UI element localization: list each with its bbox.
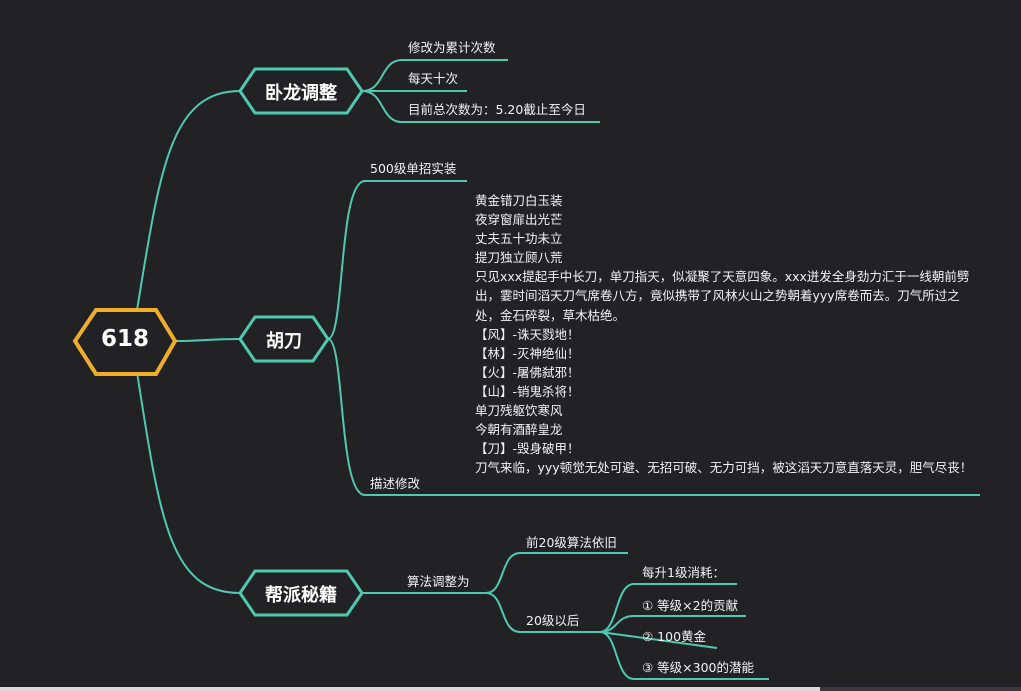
branch-bangPai-label: 帮派秘籍: [265, 585, 337, 606]
branch-node-bangPai-shape[interactable]: [238, 569, 364, 617]
algo-item-after20[interactable]: 20级以后: [526, 613, 580, 628]
connector-after20-4: [599, 631, 769, 680]
scrollbar-thumb[interactable]: [0, 687, 820, 691]
after20-item-1[interactable]: 每升1级消耗：: [642, 565, 725, 580]
connector-root-huDao: [174, 338, 241, 342]
connector-root-bangPai: [136, 371, 241, 594]
branch-node-woLong-shape[interactable]: [238, 67, 364, 115]
root-node-shape[interactable]: [72, 308, 178, 376]
huDao-item-desc-label[interactable]: 描述修改: [370, 476, 421, 491]
connector-after20-1: [599, 583, 737, 633]
connector-huDao-1: [327, 180, 467, 340]
after20-item-2[interactable]: ① 等级×2的贡献: [642, 598, 739, 613]
woLong-item-1[interactable]: 修改为累计次数: [408, 40, 496, 55]
connector-algo-1: [485, 552, 628, 594]
after20-item-4[interactable]: ③ 等级×300的潜能: [642, 660, 755, 675]
bangPai-algo-label[interactable]: 算法调整为: [407, 574, 470, 589]
branch-node-huDao-shape[interactable]: [238, 315, 330, 363]
horizontal-scrollbar[interactable]: [0, 687, 1021, 691]
connector-lines: [136, 59, 980, 680]
connector-woLong-1: [361, 59, 508, 92]
connector-after20-3: [599, 631, 718, 649]
root-node-label: 618: [100, 326, 149, 352]
branch-woLong-label: 卧龙调整: [265, 83, 337, 104]
connector-root-woLong: [136, 90, 241, 311]
huDao-item-500[interactable]: 500级单招实装: [370, 161, 457, 176]
huDao-description-text[interactable]: 黄金错刀白玉装 夜穿窗扉出光芒 丈夫五十功未立 提刀独立顾八荒 只见xxx提起手…: [475, 193, 973, 476]
after20-item-3[interactable]: ② 100黄金: [642, 629, 707, 644]
algo-item-before20[interactable]: 前20级算法依旧: [526, 535, 617, 550]
woLong-item-2[interactable]: 每天十次: [408, 71, 459, 86]
connector-woLong-3: [361, 90, 600, 123]
branch-huDao-label: 胡刀: [266, 331, 302, 352]
connector-after20-2: [599, 615, 746, 633]
connector-huDao-2: [327, 338, 980, 496]
woLong-item-3[interactable]: 目前总次数为：5.20截止至今日: [408, 102, 586, 117]
connector-algo-2: [485, 592, 600, 633]
